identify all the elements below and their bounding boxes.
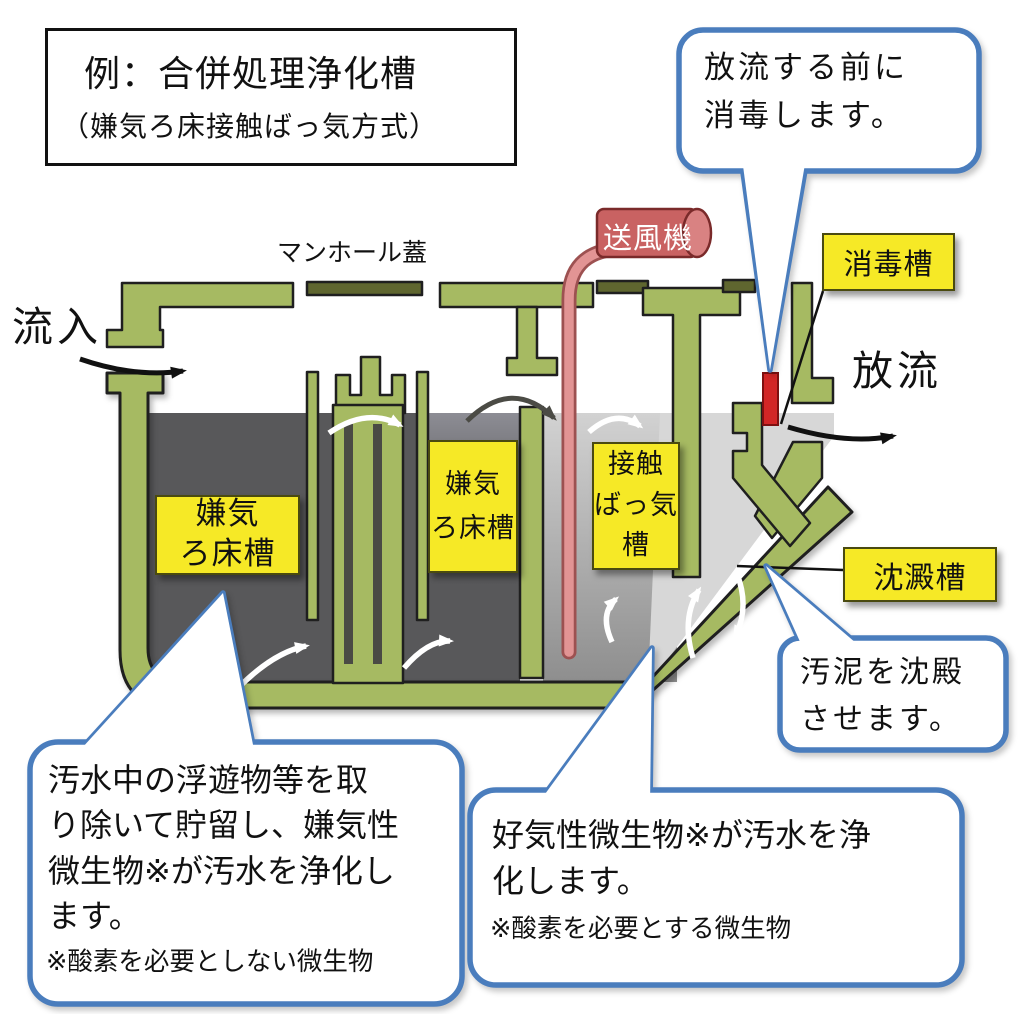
leader-disinfection xyxy=(779,290,825,425)
label-anaerobic-filter-tank-1: 嫌気 ろ床槽 xyxy=(155,495,300,575)
title-line2: （嫌気ろ床接触ばっ気方式） xyxy=(61,110,439,143)
title-line1: 例：合併処理浄化槽 xyxy=(84,54,418,95)
filter-side-bar-left xyxy=(305,370,320,622)
inflow-label: 流入 xyxy=(12,303,102,351)
callout-sludge-bubble xyxy=(763,563,1009,753)
callout-bubbles xyxy=(27,27,1009,1007)
lid-segment-left xyxy=(105,281,295,349)
callout-aerobic-bubble xyxy=(467,645,965,988)
callout-disinfection-text: 放流する前に 消毒します。 xyxy=(704,50,908,135)
outlet-weir-left xyxy=(731,401,812,548)
title-box: 例：合併処理浄化槽 （嫌気ろ床接触ばっ気方式） xyxy=(45,28,517,166)
circulation-arrow-1 xyxy=(327,414,404,436)
callout-aerobic-text: 好気性微生物※が汚水を浄 化します。 xyxy=(492,816,871,901)
label-sedimentation-tank: 沈澱槽 xyxy=(843,547,997,602)
label-contact-aeration-tank: 接触 ばっ気 槽 xyxy=(592,442,680,570)
callout-aerobic-footnote: ※酸素を必要とする微生物 xyxy=(490,914,792,944)
callout-anaerobic-footnote: ※酸素を必要としない微生物 xyxy=(46,947,374,977)
circulation-arrow-7 xyxy=(732,572,746,641)
lid-segment-right xyxy=(790,281,835,405)
callout-sludge-text: 汚泥を沈殿 させます。 xyxy=(800,655,965,737)
hanging-baffle xyxy=(505,305,559,377)
label-anaerobic-filter-tank-2: 嫌気 ろ床槽 xyxy=(428,440,518,573)
manhole-cover-2 xyxy=(595,279,650,295)
circulation-arrow-2 xyxy=(587,414,644,435)
manhole-cover-1 xyxy=(305,280,424,297)
filter-slot-1 xyxy=(344,424,353,664)
filter-side-bar-right xyxy=(415,370,430,622)
circulation-arrow-4 xyxy=(401,634,454,670)
circulation-arrow-3 xyxy=(236,642,310,690)
outflow-label: 放流 xyxy=(852,347,942,395)
inflow-arrow xyxy=(79,356,187,379)
aeration-sedimentation-wall xyxy=(641,286,742,579)
outflow-arrow xyxy=(787,424,897,445)
tank-internals xyxy=(105,278,835,685)
callout-anaerobic-text: 汚水中の浮遊物等を取 り除いて貯留し、嫌気性 微生物※が汚水を浄化し ます。 xyxy=(48,761,400,936)
circulation-arrows xyxy=(236,414,746,690)
disinfectant-cartridge xyxy=(762,372,779,426)
circulation-arrow-6 xyxy=(685,586,702,659)
filter-column xyxy=(331,403,405,685)
label-disinfection-tank: 消毒槽 xyxy=(822,233,955,291)
blower-end-cap xyxy=(681,207,713,259)
callout-disinfection-bubble xyxy=(676,27,982,373)
blower-assembly xyxy=(561,207,713,660)
blower-label: 送風機 xyxy=(602,221,693,255)
manhole-cover-3 xyxy=(721,278,757,294)
manhole-cover-label: マンホール蓋 xyxy=(277,238,428,267)
filter-slot-2 xyxy=(373,424,382,664)
circulation-arrow-5 xyxy=(603,596,619,644)
overflow-arrow xyxy=(465,395,557,423)
aeration-baffle xyxy=(518,405,545,680)
leader-sedimentation xyxy=(736,564,844,572)
callout-anaerobic-bubble xyxy=(27,590,465,1007)
filter-column-cap xyxy=(334,355,407,415)
